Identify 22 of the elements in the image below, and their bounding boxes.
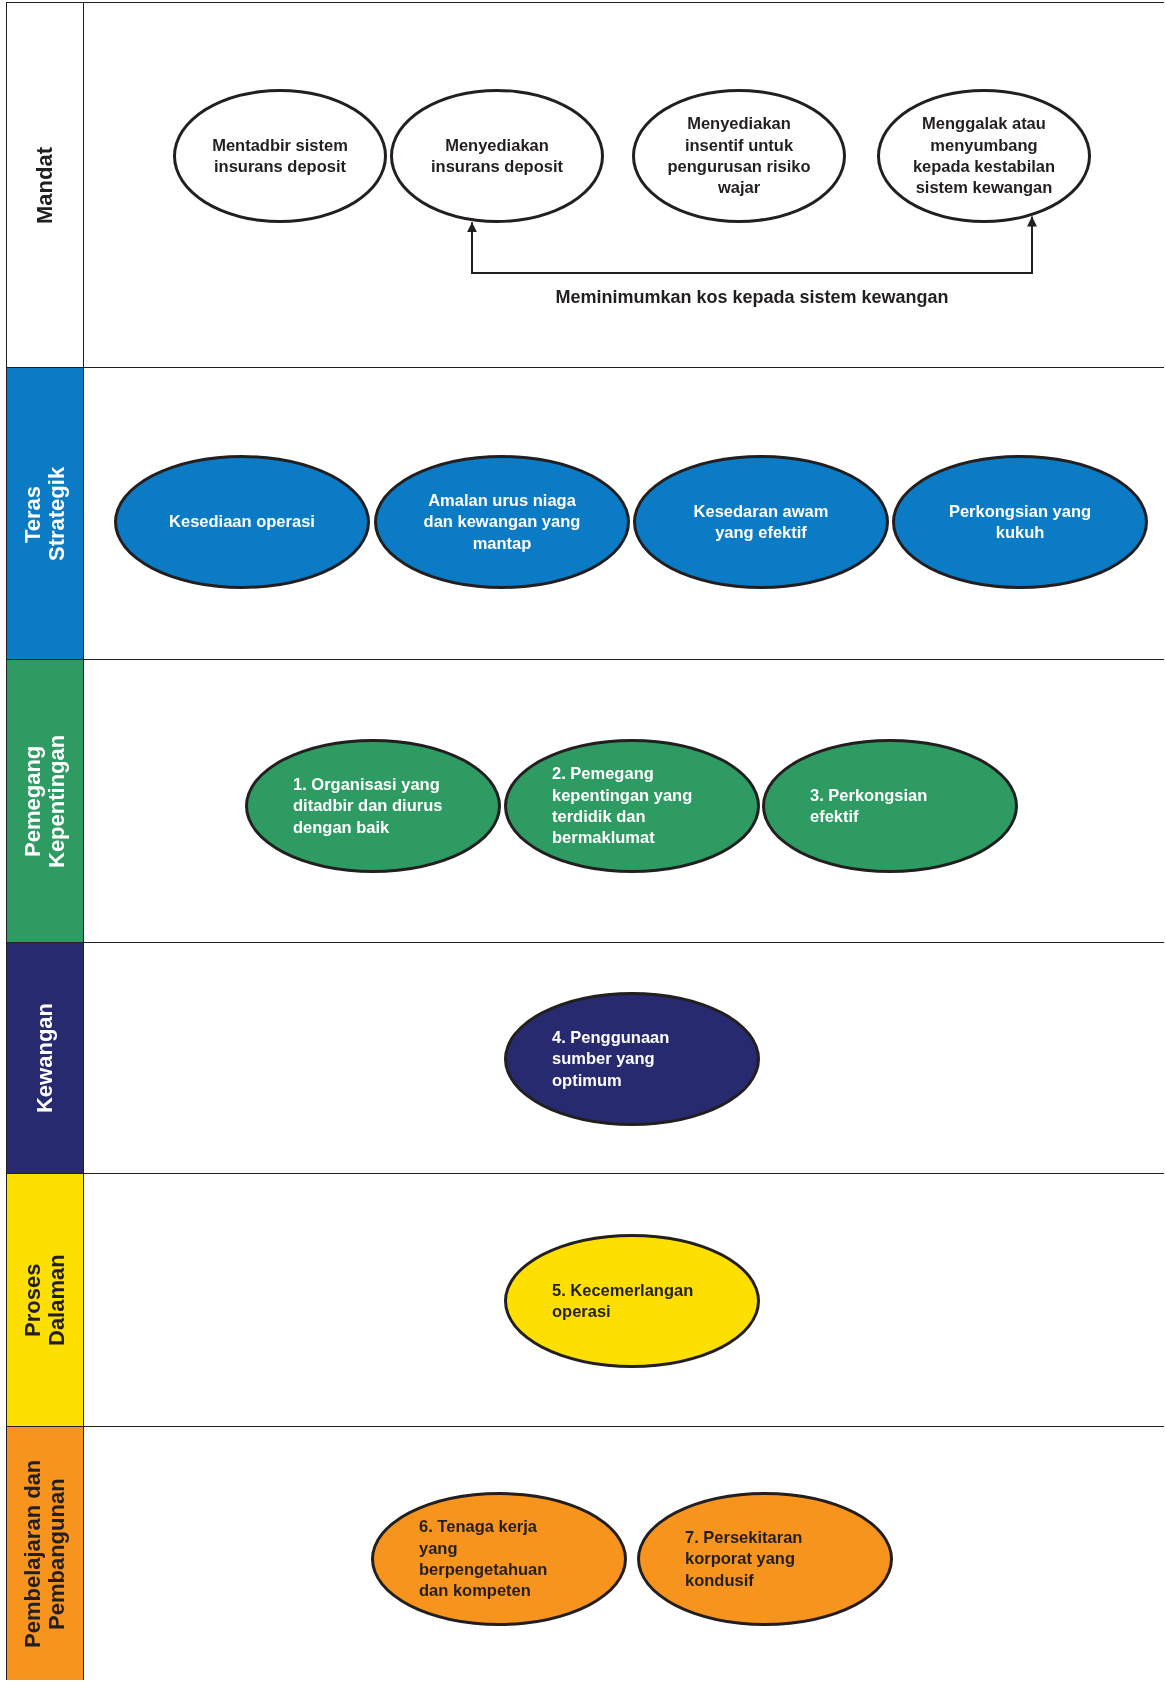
node-text: 1. Organisasi yang ditadbir dan diurus dengan baik — [293, 773, 444, 838]
node-text: Menggalak atau menyumbang kepada kestabilan sistem kewangan — [911, 113, 1057, 199]
lane-header: Teras Strategik — [7, 368, 84, 659]
swimlane-band — [6, 2, 1164, 368]
node-text: Amalan urus niaga dan kewangan yang mantap — [422, 489, 582, 554]
node-text: 3. Perkongsian efektif — [810, 784, 929, 827]
node-text: Mentadbir sistem insurans deposit — [211, 134, 349, 177]
lane-header: Proses Dalaman — [7, 1174, 84, 1426]
node-text: 6. Tenaga kerja yang berpengetahuan dan kompeten — [419, 1516, 549, 1602]
lane-header: Kewangan — [7, 943, 84, 1173]
node-text: Menyediakan insurans deposit — [430, 134, 564, 177]
node-text: 7. Persekitaran korporat yang kondusif — [685, 1526, 804, 1591]
node-text: Kesediaan operasi — [168, 511, 316, 533]
node-text: 2. Pemegang kepentingan yang terdidik dan bermaklumat — [552, 763, 694, 849]
node-text: Menyediakan insentif untuk pengurusan risiko wajar — [666, 113, 812, 199]
node-text: 4. Penggunaan sumber yang optimum — [552, 1026, 671, 1091]
node-text: Kesedaran awam yang efektif — [692, 500, 830, 543]
node-text: 5. Kecemerlangan operasi — [552, 1279, 695, 1322]
node-text: Perkongsian yang kukuh — [947, 500, 1093, 543]
lane-header: Pembelajaran dan Pembangunan — [7, 1427, 84, 1680]
lane-header: Pemegang Kepentingan — [7, 660, 84, 942]
double-headed-arrow — [467, 215, 1037, 274]
